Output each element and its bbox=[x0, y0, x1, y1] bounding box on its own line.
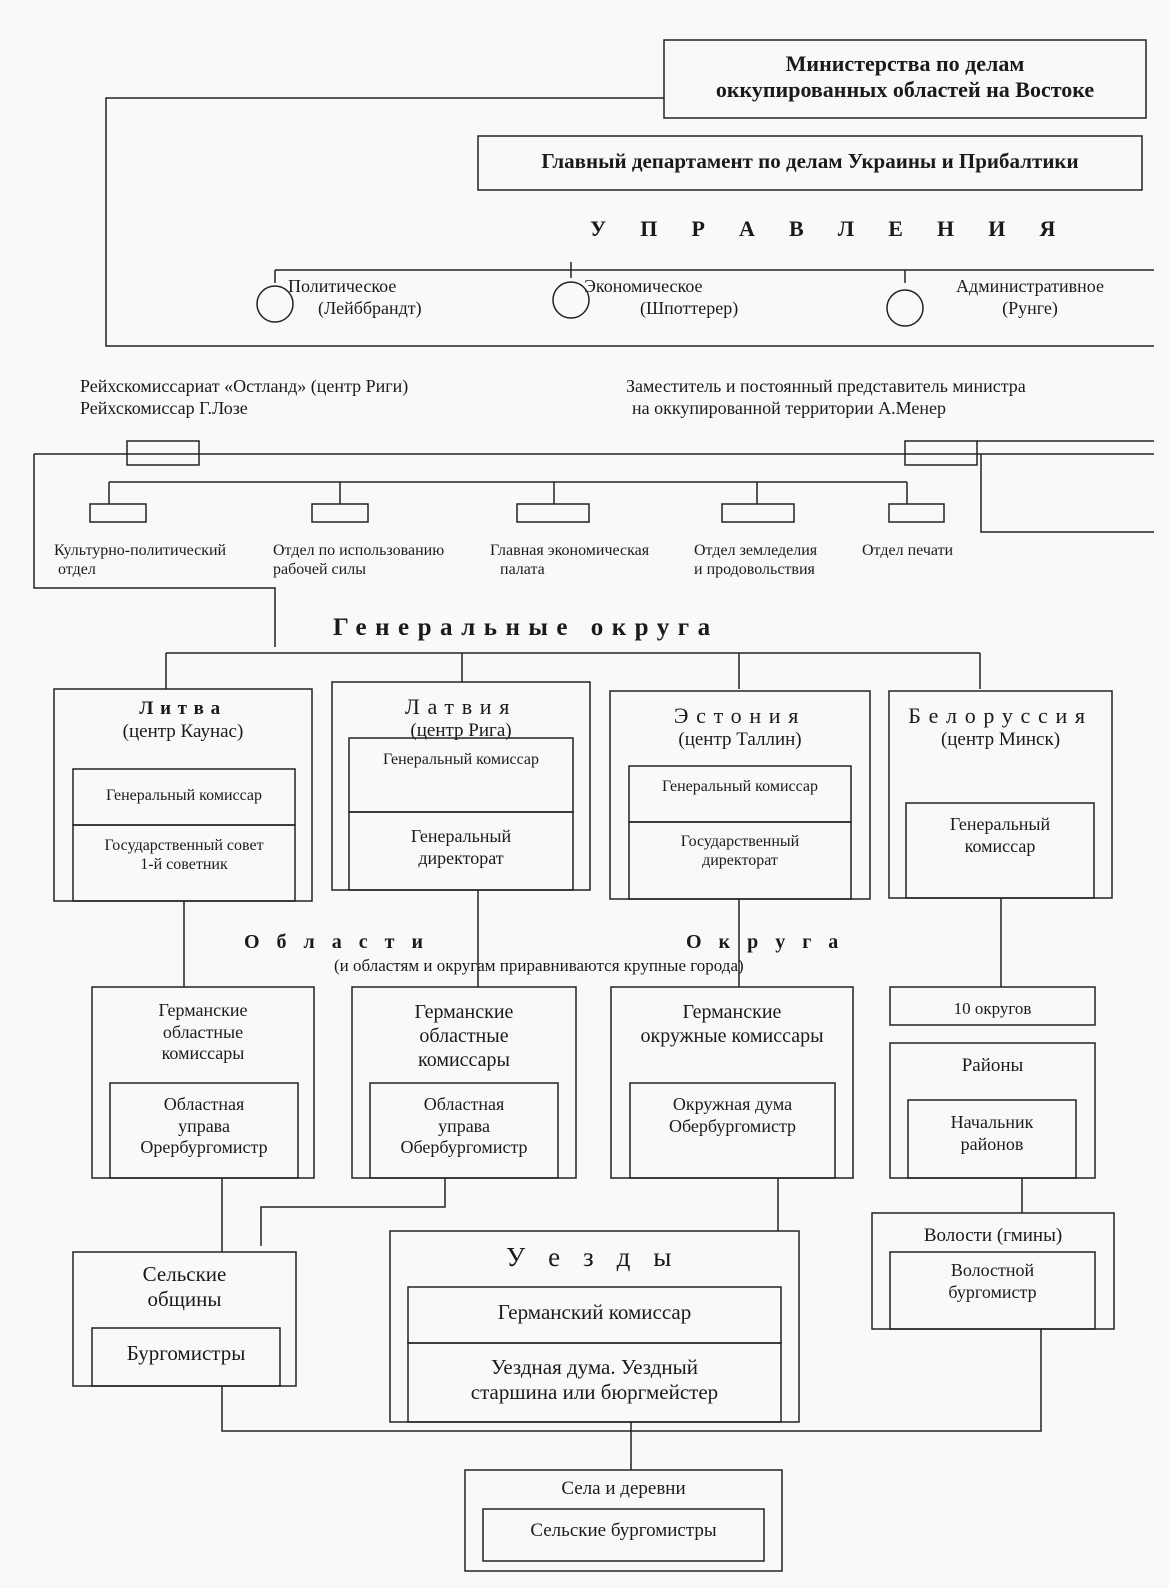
lithuania-title: Литва (центр Каунас) bbox=[122, 698, 244, 742]
lithuania-council: Государственный совет 1-й советник bbox=[104, 837, 264, 874]
ministry-frame-line bbox=[105, 97, 1154, 347]
uezd-duma: Уездная дума. Уездный старшина или бюргм… bbox=[470, 1355, 719, 1405]
lat-regional-uprava: Областная управа Обербургомистр bbox=[400, 1094, 528, 1158]
estonia-title: Эстония (центр Таллин) bbox=[673, 703, 807, 751]
selskie-burgomistry: Сельские бургомистры bbox=[530, 1520, 717, 1541]
reichskommissar-box bbox=[126, 440, 200, 466]
selskie-obshchiny: Сельские общины bbox=[142, 1262, 227, 1312]
upr-circle-economic bbox=[552, 281, 590, 319]
dept-economic: Главная экономическая палата bbox=[490, 542, 650, 579]
dept-labour: Отдел по использованию рабочей силы bbox=[273, 542, 445, 579]
volosti: Волости (гмины) bbox=[923, 1225, 1063, 1246]
department-title: Главный департамент по делам Украины и П… bbox=[541, 149, 1079, 173]
upr-circle-political bbox=[256, 285, 294, 323]
reichskommissariat-label: Рейхскомиссариат «Остланд» (центр Риги) … bbox=[80, 376, 409, 418]
upr-circle-admin bbox=[886, 289, 924, 327]
department-box bbox=[477, 135, 1143, 191]
bel-nachalnik: Начальник районов bbox=[950, 1112, 1034, 1154]
estonia-commissar: Генеральный комиссар bbox=[661, 778, 819, 795]
upr-political-label: Политическое (Лейббрандт) bbox=[288, 276, 422, 318]
bel-okruga: 10 округов bbox=[953, 999, 1032, 1018]
latvia-title: Латвия (центр Рига) bbox=[404, 694, 518, 742]
sela-i-derevni: Села и деревни bbox=[561, 1478, 686, 1499]
regions-note: (и областям и округам приравниваются кру… bbox=[334, 956, 744, 975]
belarus-commissar: Генеральный комиссар bbox=[949, 814, 1051, 856]
belarus-title: Белоруссия (центр Минск) bbox=[908, 703, 1093, 751]
oblasti-heading: О б л а с т и bbox=[244, 931, 430, 953]
okruga-heading: О к р у г а bbox=[686, 931, 845, 953]
burgomistry: Бургомистры bbox=[126, 1341, 246, 1365]
upravleniya-heading: У П Р А В Л Е Н И Я bbox=[590, 216, 1070, 241]
dept-agriculture: Отдел земледелия и продовольствия bbox=[694, 542, 818, 579]
dept-press: Отдел печати bbox=[862, 542, 954, 559]
uezdy-heading: У е з д ы bbox=[506, 1242, 680, 1272]
lithuania-commissar: Генеральный комиссар bbox=[105, 787, 263, 804]
upr-economic-label: Экономическое (Шпоттерер) bbox=[584, 276, 739, 318]
uezd-komissar: Германский комиссар bbox=[497, 1300, 692, 1324]
latvia-directorate: Генеральный директорат bbox=[410, 826, 512, 868]
ministry-box bbox=[663, 39, 1147, 119]
deputy-label: Заместитель и постоянный представитель м… bbox=[626, 376, 1026, 418]
bel-rayony: Районы bbox=[961, 1055, 1024, 1076]
deputy-box bbox=[904, 440, 978, 466]
lit-regional-uprava: Областная управа Орербургомистр bbox=[140, 1094, 268, 1158]
est-district-commissars: Германские окружные комиссары bbox=[640, 1001, 824, 1047]
lit-regional-commissars: Германские областные комиссары bbox=[158, 1000, 248, 1064]
latvia-commissar: Генеральный комиссар bbox=[382, 751, 540, 768]
dept-cultural: Культурно-политический отдел bbox=[54, 542, 227, 579]
lat-regional-commissars: Германские областные комиссары bbox=[414, 1001, 514, 1071]
general-districts-heading: Генеральные округа bbox=[333, 614, 719, 641]
ministry-title: Министерства по делам оккупированных обл… bbox=[715, 51, 1095, 103]
upr-admin-label: Административное (Рунге) bbox=[956, 276, 1104, 318]
est-district-duma: Окружная дума Обербургомистр bbox=[668, 1094, 797, 1136]
volost-burgomistr: Волостной бургомистр bbox=[948, 1260, 1037, 1302]
estonia-directorate: Государственный директорат bbox=[680, 833, 800, 870]
